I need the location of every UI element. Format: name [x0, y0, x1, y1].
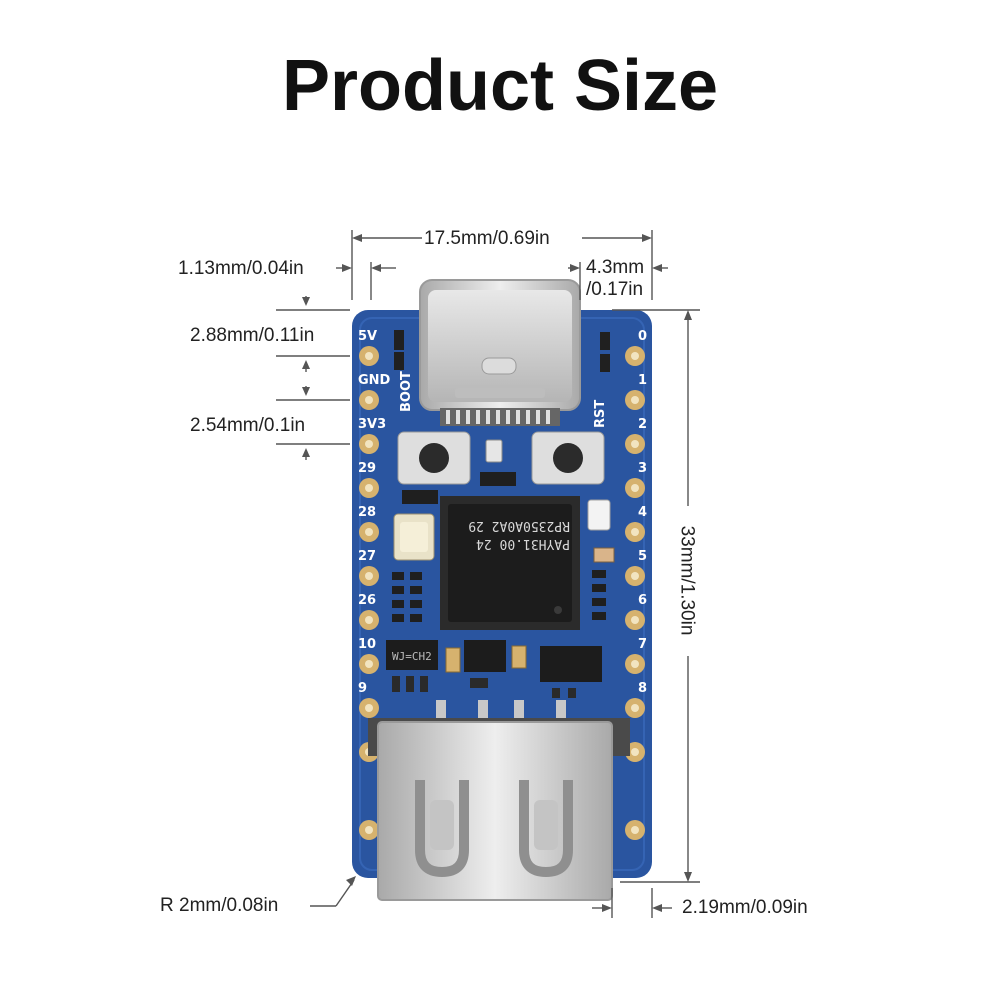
rgb-led	[587, 499, 611, 531]
right-pin-pads	[625, 346, 645, 840]
pin-label-0: 0	[638, 329, 647, 344]
rst-label: RST	[593, 400, 608, 428]
pin-label-3v3: 3V3	[358, 417, 386, 432]
left-pin-pads	[359, 346, 379, 840]
usb-c-connector	[419, 279, 581, 426]
pin-label-gnd: GND	[358, 373, 391, 388]
page-title: Product Size	[281, 46, 719, 126]
dim-top-pin-offset-label: 2.88mm/0.11in	[190, 325, 315, 346]
dim-usba-overhang-label: 2.19mm/0.09in	[682, 897, 808, 918]
pin-label-1: 1	[638, 373, 647, 388]
pin-label-2: 2	[638, 417, 647, 432]
pin-label-29: 29	[358, 461, 376, 476]
boot-label: BOOT	[399, 371, 414, 412]
pin-label-26: 26	[358, 593, 376, 608]
voltage-regulator	[386, 640, 438, 670]
pin-label-5v: 5V	[358, 329, 377, 344]
dim-usbc-offset-line1: 4.3mm	[586, 257, 645, 278]
pin-label-7: 7	[638, 637, 647, 652]
pin-label-8: 8	[638, 681, 647, 696]
dim-usbc-offset-line2: /0.17in	[586, 279, 644, 300]
boot-button	[397, 431, 471, 485]
dimension-arrowheads	[302, 234, 692, 912]
pin-label-5: 5	[638, 549, 647, 564]
crystal-oscillator	[393, 513, 435, 561]
pin-label-10: 10	[358, 637, 376, 652]
dim-corner-radius-label: R 2mm/0.08in	[160, 895, 279, 916]
regulator-marking: WJ=CH2	[392, 650, 432, 663]
dim-pin-pitch-label: 2.54mm/0.1in	[190, 415, 306, 436]
dim-width-label: 17.5mm/0.69in	[424, 228, 550, 249]
rp2350-chip	[440, 496, 580, 630]
pin-label-28: 28	[358, 505, 376, 520]
pin-label-4: 4	[638, 505, 647, 520]
chip-marking-line2: PAYH31.00 24	[476, 536, 570, 551]
dim-left-offset-label: 1.13mm/0.04in	[178, 258, 304, 279]
flash-chip	[540, 646, 602, 682]
chip-marking-line1: RP2350A0A2 29	[468, 518, 570, 533]
pin-label-27: 27	[358, 549, 376, 564]
usb-a-connector	[368, 718, 630, 901]
pin-label-6: 6	[638, 593, 647, 608]
reset-button	[531, 431, 605, 485]
pin-label-9: 9	[358, 681, 367, 696]
dim-height-label: 33mm/1.30in	[676, 525, 698, 636]
pin-label-3: 3	[638, 461, 647, 476]
